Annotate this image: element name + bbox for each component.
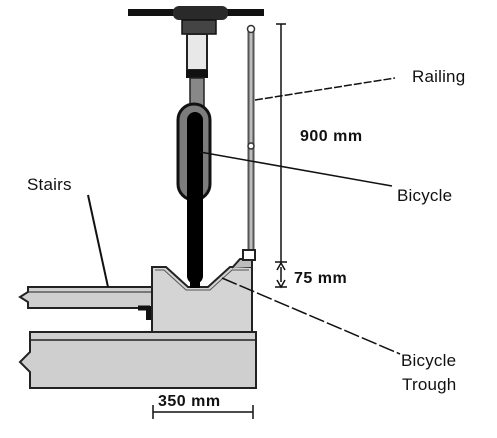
railing [242, 24, 256, 261]
bicycle-trough-label-line2: Trough [402, 375, 456, 394]
trough-width-dimension: 350 mm [158, 393, 221, 410]
labels: Railing Stairs Bicycle Bicycle Trough 90… [27, 67, 465, 410]
leader-lines [87, 77, 401, 355]
bicycle-trough-label-line1: Bicycle [401, 351, 456, 370]
bicycle-trough [151, 258, 253, 333]
stair-slab [18, 286, 153, 320]
railing-height-dimension: 900 mm [300, 128, 363, 145]
floor-slab [18, 331, 257, 389]
dimension-lines [152, 23, 287, 419]
bicycle-label: Bicycle [397, 186, 452, 205]
railing-label: Railing [412, 67, 465, 86]
stairs-label: Stairs [27, 175, 72, 194]
trough-height-dimension: 75 mm [294, 270, 347, 287]
bicycle [128, 6, 264, 288]
